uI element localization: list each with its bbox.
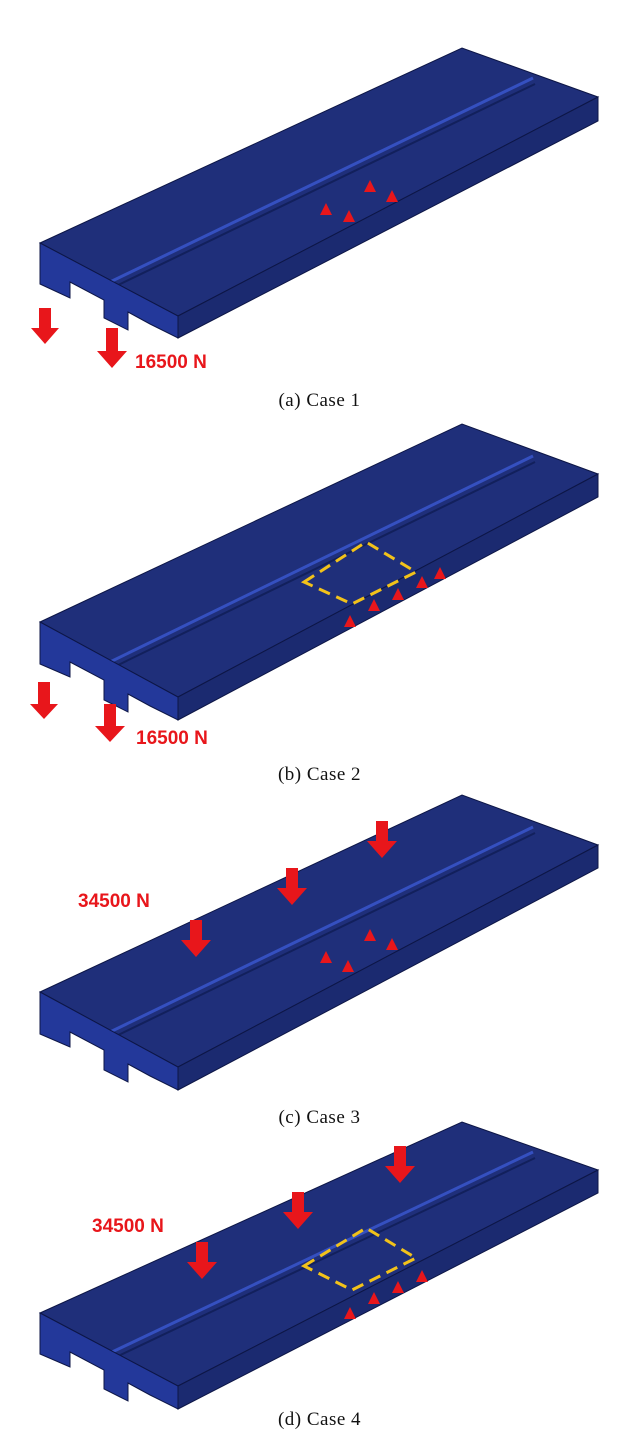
support-markers <box>344 1270 428 1319</box>
load-arrow <box>30 682 58 719</box>
support-markers <box>344 567 446 627</box>
panel-case-3: 34500 N (c) Case 3 <box>0 794 639 1165</box>
support-marker <box>434 567 446 579</box>
beam-diagram-case-4: 34500 N <box>38 1121 600 1410</box>
end-load-arrows <box>30 682 125 742</box>
beam-rib-shadow <box>111 461 536 669</box>
beam-diagram-case-1: 16500 N <box>31 47 600 373</box>
beam-diagram-case-3: 34500 N <box>38 794 600 1091</box>
load-arrow <box>181 920 211 957</box>
beam-rib-shadow <box>111 1157 536 1360</box>
caption: (b) Case 2 <box>277 764 362 785</box>
support-marker <box>320 203 332 215</box>
beam-rib-line <box>109 1150 534 1355</box>
support-marker <box>386 190 398 202</box>
support-marker <box>343 210 355 222</box>
caption: (a) Case 1 <box>278 390 361 411</box>
load-arrow <box>277 868 307 905</box>
support-marker <box>416 1270 428 1282</box>
support-marker <box>386 938 398 950</box>
load-arrow <box>367 821 397 858</box>
dashed-support-region <box>300 1226 420 1292</box>
beam-rib-shadow <box>111 832 536 1039</box>
beam-front-profile <box>39 1312 179 1410</box>
load-arrow <box>95 704 125 742</box>
dashed-support-region <box>300 540 420 606</box>
load-label: 16500 N <box>136 728 208 749</box>
beam-model <box>38 47 600 339</box>
support-marker <box>368 599 380 611</box>
beam-model <box>38 423 600 721</box>
beam-rib-line <box>109 76 534 284</box>
beam-front-profile <box>39 242 179 339</box>
support-marker <box>364 929 376 941</box>
top-load-arrows <box>181 821 397 957</box>
support-marker <box>416 576 428 588</box>
load-label: 34500 N <box>92 1216 164 1237</box>
end-load-arrows <box>31 308 127 368</box>
beam-front-profile <box>39 991 179 1091</box>
panel-case-1: 16500 N (a) Case 1 <box>0 0 639 411</box>
top-load-arrows <box>187 1146 415 1279</box>
load-label: 34500 N <box>78 891 150 912</box>
support-marker <box>368 1292 380 1304</box>
caption: (d) Case 4 <box>277 1409 362 1430</box>
load-arrow <box>283 1192 313 1229</box>
beam-rib-shadow <box>111 83 536 289</box>
support-marker <box>392 588 404 600</box>
beam-model <box>38 1121 600 1410</box>
support-marker <box>392 1281 404 1293</box>
load-arrow <box>97 328 127 368</box>
support-marker <box>364 180 376 192</box>
load-arrow <box>31 308 59 344</box>
beam-rib-line <box>109 825 534 1034</box>
panel-case-4: 34500 N (d) Case 4 <box>0 1121 639 1439</box>
load-label: 16500 N <box>135 352 207 373</box>
support-markers <box>320 929 398 972</box>
support-marker <box>344 615 356 627</box>
support-marker <box>344 1307 356 1319</box>
support-marker <box>342 960 354 972</box>
support-marker <box>320 951 332 963</box>
caption: (c) Case 3 <box>278 1107 361 1128</box>
beam-model <box>38 794 600 1091</box>
panel-case-2: 16500 N (b) Case 2 <box>0 422 639 792</box>
load-arrow <box>187 1242 217 1279</box>
load-arrow <box>385 1146 415 1183</box>
beam-rib-line <box>109 454 534 664</box>
beam-diagram-case-2: 16500 N <box>30 423 600 749</box>
support-markers <box>320 180 398 222</box>
